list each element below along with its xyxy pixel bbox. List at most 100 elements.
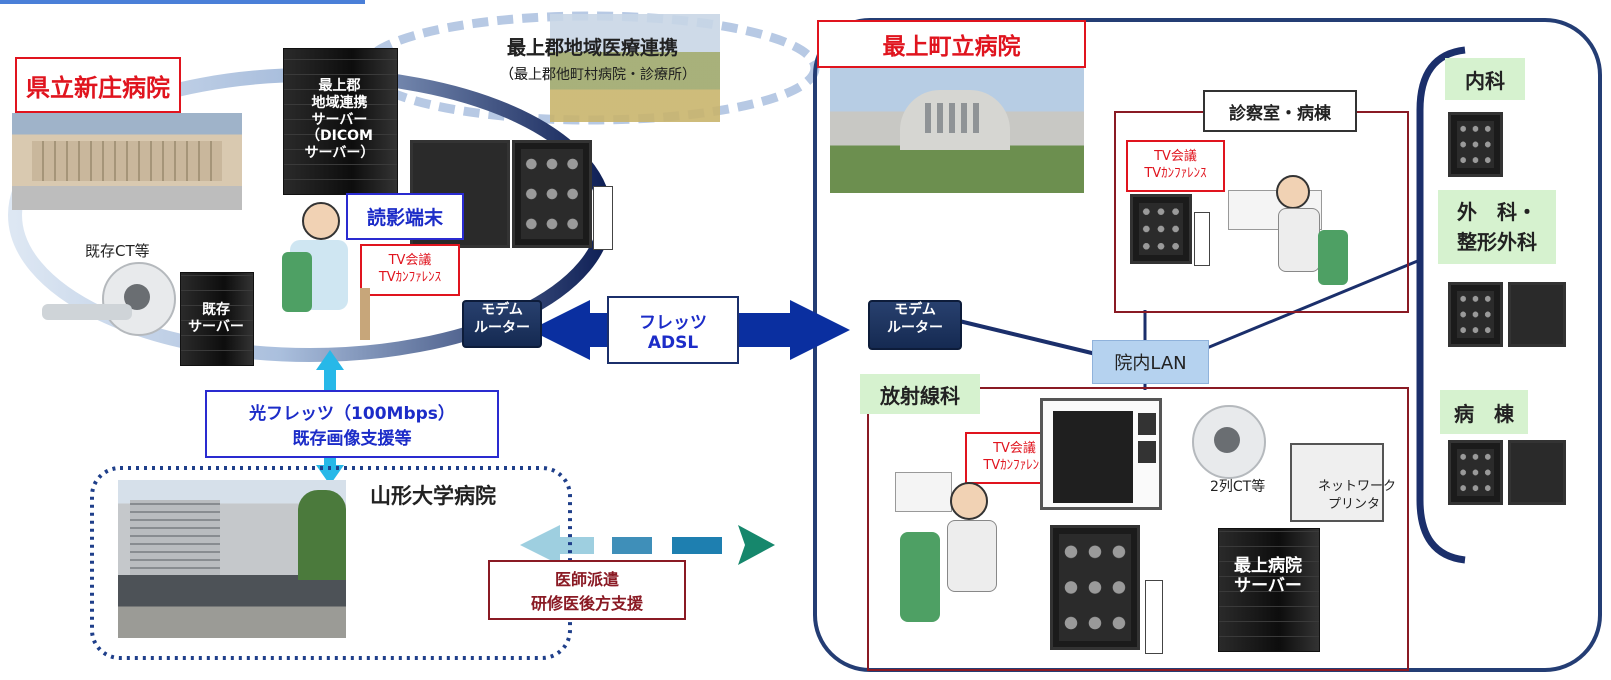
radiology-tv-conf-line2: TVｶﾝﾌｧﾚﾝｽ [983,458,1046,473]
dispatch-label: 医師派遣 研修医後方支援 [488,560,686,620]
dispatch-dash-2 [612,537,652,554]
ct-2row-label: 2列CT等 [1210,479,1266,495]
regional-server-line1: 最上郡 [318,78,361,94]
regional-server-line4: （DICOM [306,128,373,145]
dept-ward-monitor-2 [1508,440,1566,505]
kenritsu-monitor-3 [593,186,613,250]
dispatch-line2: 研修医後方支援 [530,594,643,613]
kenritsu-title-text: 県立新庄病院 [26,73,170,102]
regional-server [283,48,398,195]
kenritsu-tv-conf-line2: TVｶﾝﾌｧﾚﾝｽ [378,270,442,285]
radiology-tv-conf-line1: TV会議 [993,441,1036,457]
dept-surgery-monitor-1 [1448,282,1503,347]
hikari-arrow-up [316,350,344,390]
regional-photo [550,14,720,122]
kenritsu-monitor-2 [512,140,592,248]
printer-line2: プリンタ [1328,497,1381,513]
doctor-figure-radiology [895,472,1045,642]
dept-surgery: 外 科・ 整形外科 [1438,190,1556,264]
doctor-figure-exam [1228,170,1378,300]
kenritsu-tv-conf-line1: TV会議 [388,253,432,269]
regional-server-line5: サーバー） [304,145,375,162]
kenritsu-modem-line2: ルーター [474,319,530,336]
mogami-server-label: 最上病院 サーバー [1218,556,1318,597]
hikari-arrow-down [316,445,344,485]
department-bracket [1416,46,1466,564]
hikari-line2: 既存画像支援等 [292,429,412,449]
dept-ward: 病 棟 [1440,390,1528,434]
exam-tv-conf: TV会議 TVｶﾝﾌｧﾚﾝｽ [1126,140,1225,192]
dispatch-dash-3 [672,537,722,554]
lan-label: 院内LAN [1092,340,1209,384]
radiology-title-text: 放射線科 [880,383,960,408]
kenritsu-modem-line1: モデム [481,302,523,318]
radiology-monitor-side [1145,580,1163,654]
dispatch-line1: 医師派遣 [554,570,619,589]
ct-2row-icon [1192,405,1267,480]
exam-tv-conf-line2: TVｶﾝﾌｧﾚﾝｽ [1144,166,1207,181]
desk-left [360,288,370,340]
exam-room-title: 診察室・病棟 [1229,103,1331,124]
existing-server-line1: 既存 [202,302,230,318]
regional-title-front: 最上郡地域医療連携 [507,37,679,59]
kenritsu-photo [12,113,242,210]
flets-label-2: ADSL [647,332,699,353]
mogami-server-line1: 最上病院 [1234,556,1302,576]
hikari-line1: 光フレッツ（100Mbps） [249,404,455,424]
header-line [0,0,365,4]
existing-ct-icon [42,262,177,342]
lan-line-3 [1189,258,1421,357]
lan-line-1 [954,318,1101,357]
mogami-modem-line2: ルーター [887,319,943,336]
regional-subtitle-front: （最上郡他町村病院・診療所） [500,67,696,83]
dept-internal-text: 内科 [1465,68,1505,93]
dispatch-arrow-left [520,525,560,565]
yamagata-area [90,466,572,660]
flets-adsl-label: フレッツ ADSL [607,296,739,364]
dept-ward-text: 病 棟 [1454,401,1514,426]
radiology-monitor-large [1040,398,1162,510]
hikari-flets-label: 光フレッツ（100Mbps） 既存画像支援等 [205,390,499,458]
printer-line1: ネットワーク [1318,479,1397,494]
yamagata-photo [118,480,346,638]
exam-room-title-box: 診察室・病棟 [1203,90,1357,132]
kenritsu-modem: モデム ルーター [462,300,542,348]
regional-server-label: 最上郡 地域連携 サーバー （DICOM サーバー） [283,78,396,162]
network-printer-label: ネットワーク プリンタ [1318,478,1396,514]
radiology-box [867,387,1409,671]
dept-surgery-monitor-2 [1508,282,1566,347]
reading-terminal-label: 読影端末 [346,193,464,240]
radiology-monitor-small [1050,525,1140,650]
regional-server-line3: サーバー [311,111,368,128]
dispatch-arrow-right [738,525,775,565]
mogami-server-line2: サーバー [1234,576,1302,597]
exam-tv-conf-line1: TV会議 [1154,149,1197,165]
mogami-title: 最上町立病院 [817,20,1086,68]
existing-ct-label: 既存CT等 [85,242,150,260]
kenritsu-tv-conf: TV会議 TVｶﾝﾌｧﾚﾝｽ [360,244,460,296]
flets-label-1: フレッツ [639,312,707,333]
doctor-figure-left [280,202,365,342]
existing-server-line2: サーバー [188,318,244,335]
radiology-title: 放射線科 [860,374,980,414]
lan-label-text: 院内LAN [1114,353,1187,374]
exam-monitor-2 [1194,212,1210,266]
mogami-modem: モデム ルーター [868,300,962,350]
existing-server-label: 既存 サーバー [180,302,252,336]
dept-internal: 内科 [1445,58,1525,100]
exam-monitor [1130,194,1192,264]
regional-server-line2: 地域連携 [311,94,368,111]
dept-internal-monitor [1448,112,1503,177]
mogami-server [1218,528,1320,652]
network-printer-icon [1290,443,1384,522]
existing-server [180,272,254,366]
yamagata-title: 山形大学病院 [370,484,496,508]
reading-terminal-text: 読影端末 [366,207,443,229]
mogami-modem-line1: モデム [894,302,936,318]
dispatch-dash-1 [560,537,594,554]
mogami-title-text: 最上町立病院 [882,34,1021,60]
dept-surgery-text: 外 科・ 整形外科 [1457,200,1537,254]
mogami-photo [830,68,1084,193]
kenritsu-title: 県立新庄病院 [15,57,181,113]
dept-ward-monitor-1 [1448,440,1503,505]
